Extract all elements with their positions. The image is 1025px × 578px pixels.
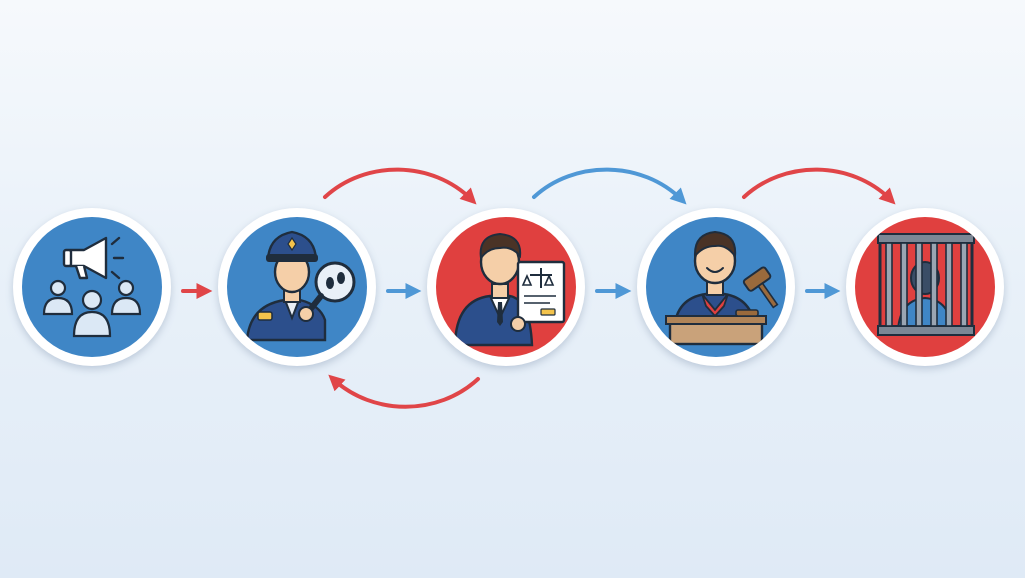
court-trial-stage [637,208,795,366]
police-officer-magnifier-icon [245,230,356,342]
flow-arrows [181,167,896,409]
judge-gavel-icon [665,230,779,346]
curved-arrow-2-to-3 [323,167,477,205]
prosecutor-document-icon [453,232,566,347]
stage-circle [22,217,162,357]
prison-bars-icon [877,233,975,336]
police-investigation-stage [218,208,376,366]
curved-arrow-3-to-2 [328,374,480,409]
prison-stage [846,208,1004,366]
curved-arrow-3-to-4 [532,167,687,205]
prosecution-stage [427,208,585,366]
megaphone-crowd-icon [42,236,142,338]
report-crime-stage [13,208,171,366]
curved-arrow-4-to-5 [742,167,896,205]
